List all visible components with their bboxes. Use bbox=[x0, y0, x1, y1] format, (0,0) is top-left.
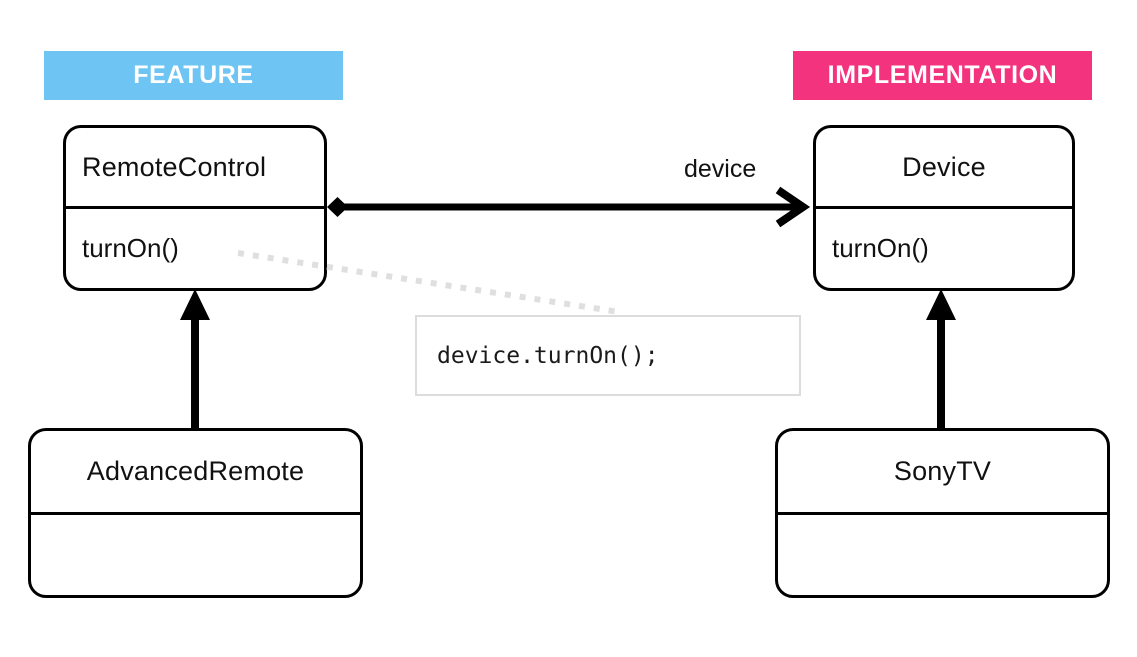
filled-diamond-icon bbox=[327, 197, 348, 217]
section-badge-feature: FEATURE bbox=[44, 51, 343, 100]
class-members-advanced-remote bbox=[31, 515, 360, 595]
class-name-device: Device bbox=[816, 128, 1072, 209]
filled-triangle-icon bbox=[926, 289, 956, 320]
edge-inheritance-sonytv-device bbox=[926, 289, 956, 428]
class-box-remote-control[interactable]: RemoteControl turnOn() bbox=[63, 125, 327, 291]
class-box-sony-tv[interactable]: SonyTV bbox=[775, 428, 1110, 598]
filled-triangle-icon bbox=[180, 289, 210, 320]
class-members-remote-control: turnOn() bbox=[82, 233, 179, 263]
class-name-sony-tv: SonyTV bbox=[778, 431, 1107, 515]
code-note-text: device.turnOn(); bbox=[437, 342, 659, 369]
edge-label-device: device bbox=[684, 155, 757, 183]
class-members-device: turnOn() bbox=[832, 233, 929, 263]
section-badge-implementation: IMPLEMENTATION bbox=[793, 51, 1092, 100]
class-box-advanced-remote[interactable]: AdvancedRemote bbox=[28, 428, 363, 598]
code-note-box: device.turnOn(); bbox=[415, 315, 801, 396]
class-members-sony-tv bbox=[778, 515, 1107, 595]
edge-inheritance-advancedremote-remotecontrol bbox=[180, 289, 210, 428]
open-arrow-icon bbox=[775, 186, 811, 228]
section-badge-implementation-label: IMPLEMENTATION bbox=[827, 61, 1058, 89]
edge-composition-remotecontrol-device bbox=[327, 186, 811, 228]
class-box-device[interactable]: Device turnOn() bbox=[813, 125, 1075, 291]
section-badge-feature-label: FEATURE bbox=[133, 61, 254, 89]
class-name-advanced-remote: AdvancedRemote bbox=[31, 431, 360, 515]
class-name-remote-control: RemoteControl bbox=[66, 128, 324, 209]
